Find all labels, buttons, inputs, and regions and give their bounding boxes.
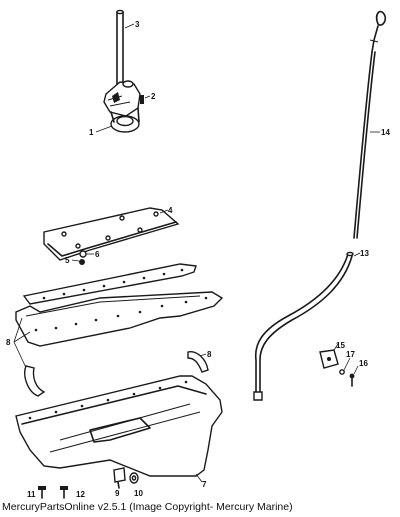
part-8-upper-gasket bbox=[22, 263, 197, 305]
callout-8b: 8 bbox=[207, 350, 212, 359]
part-2-stud: 2 bbox=[140, 92, 156, 104]
part-9-10-drain-plug: 9 10 bbox=[113, 467, 143, 498]
part-5-6-fasteners: 5 6 bbox=[65, 250, 100, 265]
callout-15: 15 bbox=[336, 341, 345, 350]
callout-1: 1 bbox=[89, 128, 94, 137]
callout-3: 3 bbox=[135, 20, 140, 29]
part-13-dipstick-tube: 13 bbox=[253, 249, 369, 401]
callout-9: 9 bbox=[115, 489, 120, 498]
callout-12: 12 bbox=[76, 490, 85, 499]
callout-4: 4 bbox=[168, 206, 173, 215]
callout-17: 17 bbox=[346, 350, 355, 359]
part-15-16-17-clamp: 15 17 16 bbox=[319, 341, 368, 387]
part-14-dipstick: 14 bbox=[353, 10, 390, 239]
callout-10: 10 bbox=[134, 489, 143, 498]
part-8-seals: 8 bbox=[24, 350, 212, 397]
part-11-12-bolts: 11 12 bbox=[27, 486, 85, 499]
part-7-oil-pan: 7 bbox=[15, 375, 223, 489]
callout-11: 11 bbox=[27, 490, 36, 499]
callout-7: 7 bbox=[202, 480, 207, 489]
callout-6: 6 bbox=[95, 250, 100, 259]
callout-13: 13 bbox=[360, 249, 369, 258]
part-4-windage-tray: 4 bbox=[43, 206, 180, 261]
callout-5: 5 bbox=[65, 256, 70, 265]
callout-16: 16 bbox=[359, 359, 368, 368]
callout-2: 2 bbox=[151, 92, 156, 101]
callout-8a: 8 bbox=[6, 338, 11, 347]
part-3-pickup-tube: 3 bbox=[116, 9, 140, 85]
part-8-lower-gasket: 8 bbox=[6, 291, 224, 373]
part-1-oil-pump: 1 bbox=[89, 80, 141, 137]
copyright-footer: MercuryPartsOnline v2.5.1 (Image Copyrig… bbox=[2, 501, 293, 513]
callout-14: 14 bbox=[381, 128, 390, 137]
